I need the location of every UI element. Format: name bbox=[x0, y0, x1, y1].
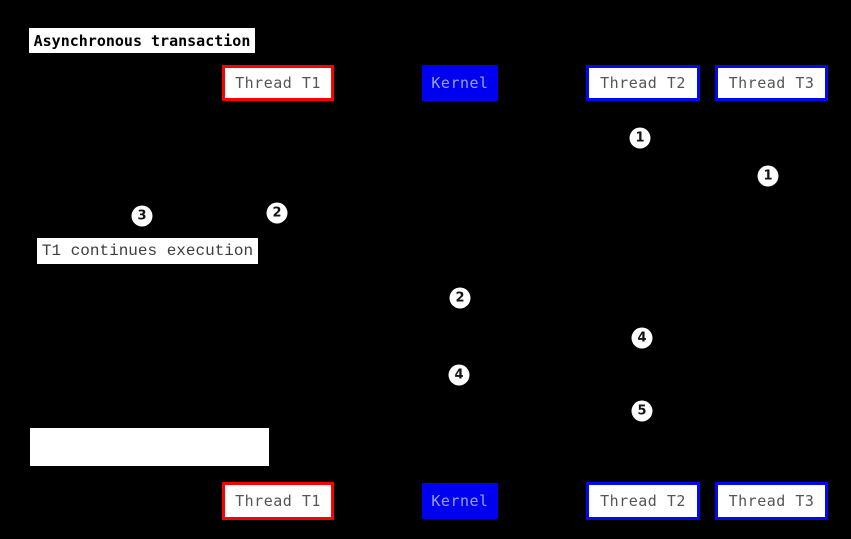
sequence-badge: 2 bbox=[266, 202, 288, 224]
actor-kernel-top: Kernel bbox=[422, 65, 498, 101]
sequence-badge: 1 bbox=[629, 127, 651, 149]
actor-thread-t2-bottom: Thread T2 bbox=[586, 482, 700, 520]
lifeline-thread-t2 bbox=[642, 101, 644, 482]
diagram-title: Asynchronous transaction bbox=[29, 28, 255, 53]
actor-thread-t1-top: Thread T1 bbox=[222, 65, 334, 101]
actor-thread-t1-bottom: Thread T1 bbox=[222, 482, 334, 520]
sequence-badge: 1 bbox=[757, 165, 779, 187]
note-blank-box bbox=[30, 428, 269, 466]
note-t1-continues-execution: T1 continues execution bbox=[37, 238, 258, 264]
lifeline-thread-t3 bbox=[770, 101, 772, 482]
sequence-badge: 2 bbox=[449, 287, 471, 309]
actor-kernel-bottom: Kernel bbox=[422, 483, 498, 519]
actor-thread-t3-bottom: Thread T3 bbox=[715, 482, 828, 520]
sequence-badge: 4 bbox=[448, 364, 470, 386]
sequence-badge: 3 bbox=[131, 205, 153, 227]
lifeline-thread-t1 bbox=[276, 101, 278, 482]
actor-thread-t3-top: Thread T3 bbox=[715, 65, 828, 101]
sequence-badge: 5 bbox=[631, 400, 653, 422]
sequence-badge: 4 bbox=[631, 327, 653, 349]
actor-thread-t2-top: Thread T2 bbox=[586, 65, 700, 101]
